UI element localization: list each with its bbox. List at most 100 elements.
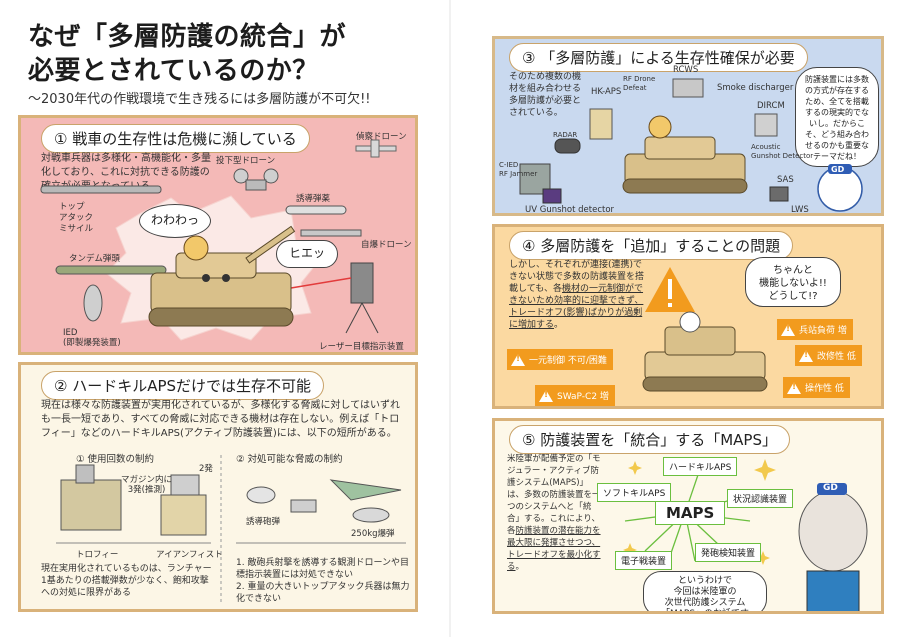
label-acoustic: Acoustic Gunshot Detector — [751, 143, 814, 160]
iron-fist-launcher-icon — [160, 474, 207, 536]
note-usage-limit: 現在実用化されているものは、ランチャー1基あたりの搭載弾数が少なく、飽和攻撃への… — [41, 564, 212, 598]
suicide-drone-icon — [300, 229, 362, 237]
drone-icon — [290, 499, 317, 513]
note-threat-limit: 1. 敵砲兵射撃を誘導する観測ドローンや目標指示装置には対処できない 2. 重量… — [236, 558, 410, 604]
laser-designator-icon — [345, 262, 379, 334]
node-hardkill-aps: ハードキルAPS — [663, 457, 738, 476]
recon-drone-icon — [355, 139, 397, 158]
label-magazine: マガジン内に 3発(推測) — [121, 475, 173, 495]
warning-operability: 操作性 低 — [783, 377, 850, 398]
label-uv: UV Gunshot detector — [525, 205, 615, 215]
warning-swapc2: SWaP-C2 増 — [535, 385, 615, 406]
node-electronic-warfare: 電子戦装置 — [615, 551, 673, 570]
panel-maps-integration: ⑤ 防護装置を「統合」する「MAPS」 米陸軍が配備予定の「モジュラー・アクティ… — [492, 418, 884, 614]
panel4-body: しかし、それぞれが連接(連携)できない状態で多数の防護装置を搭載しても、各機材の… — [509, 259, 644, 331]
warning-icon — [787, 381, 801, 394]
page-subtitle: ～2030年代の作戦環境で生き残るには多層防護が不可欠!! — [28, 92, 371, 107]
guided-shell-icon — [246, 486, 276, 504]
label-recon-drone: 偵察ドローン — [356, 132, 407, 142]
label-bomb-250kg: 250kg爆弾 — [351, 529, 395, 539]
page-title-line2: 必要とされているのか？ — [28, 56, 319, 86]
tank-illustration — [622, 136, 748, 194]
maps-center-node: MAPS — [655, 501, 726, 525]
panel5-body-a: 米陸軍が配備予定の「モジュラー・アクティブ防護システム(MAPS)」は、多数の防… — [507, 454, 601, 536]
sub-usage-limit: ① 使用回数の制約 — [76, 454, 155, 465]
page-fold — [449, 0, 451, 637]
node-situational-awareness: 状況認識装置 — [727, 489, 794, 508]
panel3-illustration — [519, 78, 863, 212]
panel4-illustration — [642, 267, 768, 392]
label-sas: SAS — [777, 175, 794, 185]
panel2-heading: ② ハードキルAPSだけでは生存不可能 — [41, 371, 325, 400]
warning-central-control: 一元制御 不可/困難 — [507, 349, 613, 370]
laser-beam — [290, 277, 352, 289]
warning-maintainability: 改修性 低 — [795, 345, 862, 366]
label-dircm: DIRCM — [757, 101, 785, 111]
sparkle-icon — [623, 459, 776, 565]
warning-icon — [799, 349, 813, 362]
page-title-line1: なぜ「多層防護の統合」が — [28, 22, 347, 52]
label-two-rounds: 2発 — [199, 464, 213, 474]
panel-hardkill-aps: ② ハードキルAPSだけでは生存不可能 現在は様々な防護装置が実用化されているが… — [18, 362, 418, 612]
label-cirs: C-IED RF Jammer — [499, 161, 538, 178]
gd-cap-label: GD — [823, 483, 838, 493]
warning-icon — [781, 323, 795, 336]
label-ied: IED (即製爆発装置) — [63, 328, 121, 348]
panel3-body: そのため複数の機材を組み合わせる多層防護が必要とされている。 — [509, 72, 582, 118]
fox-character-icon — [648, 115, 672, 139]
label-guided-shell2: 誘導砲弾 — [246, 517, 281, 527]
fox-character-icon — [183, 235, 209, 261]
tank-illustration — [642, 326, 768, 392]
gd-character-icon — [679, 311, 701, 333]
bomb-250kg-icon — [352, 507, 390, 523]
warning-icon — [539, 389, 553, 402]
tank-illustration — [148, 225, 296, 327]
panel-tank-survivability: ① 戦車の生存性は危機に瀕している 対戦車兵器は多様化・高機能化・多量化しており… — [18, 115, 418, 355]
drop-drone-icon — [233, 168, 279, 191]
node-softkill-aps: ソフトキルAPS — [597, 483, 672, 502]
panel4-body-b: 機材の一元制御ができないため効率的に迎撃できず、トレードオフ(影響)ばかりが過剰… — [509, 284, 644, 330]
panel5-body: 米陸軍が配備予定の「モジュラー・アクティブ防護システム(MAPS)」は、多数の防… — [507, 453, 603, 573]
panel3-bubble: 防護装置には多数の方式が存在するため、全てを搭載するの現実的でないし。だからこそ… — [795, 67, 879, 167]
gd-cap-label: GD — [831, 165, 845, 174]
panel5-closing: というわけで 今回は米陸軍の 次世代防護システム 「MAPS」のお話です — [643, 571, 767, 611]
sensor-modules — [519, 78, 789, 204]
panel4-body-a: しかし、それぞれが連接(連携)できない状態で多数の防護装置を搭載しても、各 — [509, 260, 645, 294]
gd-character-icon — [798, 483, 868, 611]
speech-wawa: わわわっ — [139, 204, 211, 238]
panel-multilayer-defense: ③ 「多層防護」による生存性確保が必要 そのため複数の機材を組み合わせる多層防護… — [492, 36, 884, 216]
warning-triangle-icon — [645, 267, 695, 312]
label-rf: RF Drone Defeat — [623, 75, 656, 92]
warning-logistics: 兵站負荷 増 — [777, 319, 853, 340]
panel4-speech: ちゃんと 機能しないよ!! どうして!? — [745, 257, 841, 307]
top-attack-missile-icon — [40, 185, 162, 194]
label-trophy: トロフィー — [76, 550, 119, 560]
label-laser: レーザー目標指示装置 — [319, 342, 404, 352]
speech-hie: ヒエッ — [276, 240, 338, 268]
label-drop-drone: 投下型ドローン — [216, 156, 276, 166]
tandem-warhead-icon — [55, 265, 167, 275]
panel1-heading: ① 戦車の生存性は危機に瀕している — [41, 124, 310, 153]
ied-icon — [83, 284, 103, 322]
label-suicide-drone: 自爆ドローン — [361, 240, 412, 250]
label-iron-fist: アイアンフィスト — [156, 550, 223, 560]
label-radar: RADAR — [553, 131, 578, 139]
panel4-heading: ④ 多層防護を「追加」することの問題 — [509, 231, 794, 260]
panel5-body-c: 。 — [515, 562, 525, 572]
panel-add-defense-problem: ④ 多層防護を「追加」することの問題 しかし、それぞれが連接(連携)できない状態… — [492, 224, 884, 409]
panel4-body-c: 。 — [554, 320, 564, 330]
label-smoke: Smoke discharger — [717, 83, 794, 93]
label-hkaps: HK-APS — [591, 87, 622, 97]
panel2-illustration — [56, 455, 406, 605]
label-top-attack: トップ アタック ミサイル — [59, 202, 94, 234]
label-tandem: タンデム弾頭 — [69, 254, 120, 264]
panel2-body: 現在は様々な防護装置が実用化されているが、多様化する脅威に対してはいずれも一長一… — [41, 400, 400, 439]
warning-icon — [511, 353, 525, 366]
label-rcws: RCWS — [673, 65, 699, 75]
label-lws: LWS — [791, 205, 809, 215]
label-guided-shell: 誘導弾薬 — [296, 194, 331, 204]
panel5-body-b: 防護装置の潜在能力を最大限に発揮させつつ、トレードオフを最小化する — [507, 526, 601, 572]
page-title: なぜ「多層防護の統合」が 必要とされているのか？ — [28, 20, 346, 88]
trophy-launcher-icon — [60, 464, 122, 531]
panel5-heading: ⑤ 防護装置を「統合」する「MAPS」 — [509, 425, 790, 454]
